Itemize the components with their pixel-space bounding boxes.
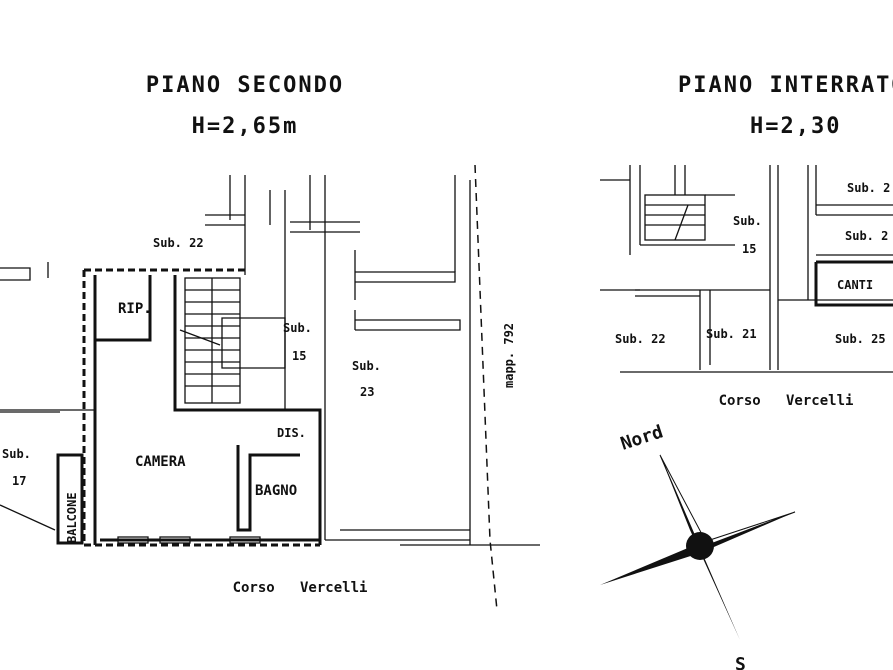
- second-floor-height: H=2,65m: [192, 114, 299, 139]
- label-rip: RIP.: [118, 301, 152, 317]
- label-balcone: BALCONE: [65, 492, 79, 543]
- label-sub-17-a: Sub.: [2, 447, 31, 461]
- label-sub-22: Sub. 22: [153, 236, 204, 250]
- label-sub-23-b: 23: [360, 385, 374, 399]
- label-sub-15-b: 15: [292, 349, 306, 363]
- north-arrow-compass: [600, 454, 796, 640]
- compass-south-label: S: [735, 654, 746, 670]
- basement-height: H=2,30: [750, 114, 841, 139]
- label-sub-23-a: Sub.: [352, 359, 381, 373]
- second-floor-plan: [0, 164, 540, 611]
- label-sub-17-b: 17: [12, 474, 26, 488]
- basement-street: Corso Vercelli: [719, 393, 854, 409]
- second-floor-street: Corso Vercelli: [233, 580, 368, 596]
- label-camera: CAMERA: [135, 454, 186, 470]
- label-sub-15-a: Sub.: [283, 321, 312, 335]
- label-bagno: BAGNO: [255, 483, 297, 499]
- compass-north-label: Nord: [618, 421, 666, 454]
- basement-label-sub-top2: Sub. 2: [845, 229, 888, 243]
- basement-label-sub-15-a: Sub.: [733, 214, 762, 228]
- basement-title: PIANO INTERRATO: [678, 73, 893, 98]
- basement-label-cantina: CANTI: [837, 278, 873, 292]
- basement-label-sub-22: Sub. 22: [615, 332, 666, 346]
- label-mapp: mapp. 792: [502, 323, 516, 388]
- basement-label-sub-15-b: 15: [742, 242, 756, 256]
- basement-label-sub-top1: Sub. 2: [847, 181, 890, 195]
- basement-label-sub-25: Sub. 25: [835, 332, 886, 346]
- label-dis: DIS.: [277, 426, 306, 440]
- basement-plan: [600, 165, 893, 373]
- second-floor-title: PIANO SECONDO: [146, 73, 344, 98]
- basement-label-sub-21: Sub. 21: [706, 327, 757, 341]
